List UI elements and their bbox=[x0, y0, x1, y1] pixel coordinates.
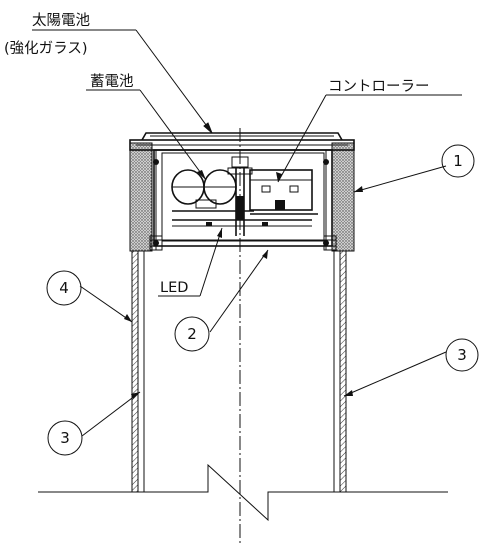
callout-2: 2 bbox=[174, 316, 210, 352]
arrowheads bbox=[124, 170, 363, 399]
leader-lines bbox=[32, 29, 462, 437]
center-bracket bbox=[227, 156, 253, 236]
label-solar-panel: 太陽電池 bbox=[32, 12, 90, 29]
inner-box bbox=[149, 149, 337, 251]
label-controller: コントローラー bbox=[328, 79, 430, 95]
callout-4-text: 4 bbox=[59, 279, 69, 297]
callout-3-right-text: 3 bbox=[457, 346, 467, 364]
label-led: LED bbox=[160, 280, 188, 296]
label-tempered-glass: (強化ガラス) bbox=[4, 40, 88, 57]
callout-3-right: 3 bbox=[445, 338, 479, 372]
callout-3-left: 3 bbox=[47, 420, 83, 456]
callout-1-text: 1 bbox=[453, 152, 463, 170]
label-battery: 蓄電池 bbox=[90, 73, 134, 90]
callout-2-text: 2 bbox=[187, 325, 197, 343]
controller-drawing bbox=[249, 169, 318, 215]
callout-1: 1 bbox=[441, 144, 475, 178]
callout-4: 4 bbox=[46, 270, 82, 306]
led-board bbox=[172, 219, 312, 227]
callout-3-left-text: 3 bbox=[60, 429, 70, 447]
ground-line bbox=[38, 463, 448, 522]
